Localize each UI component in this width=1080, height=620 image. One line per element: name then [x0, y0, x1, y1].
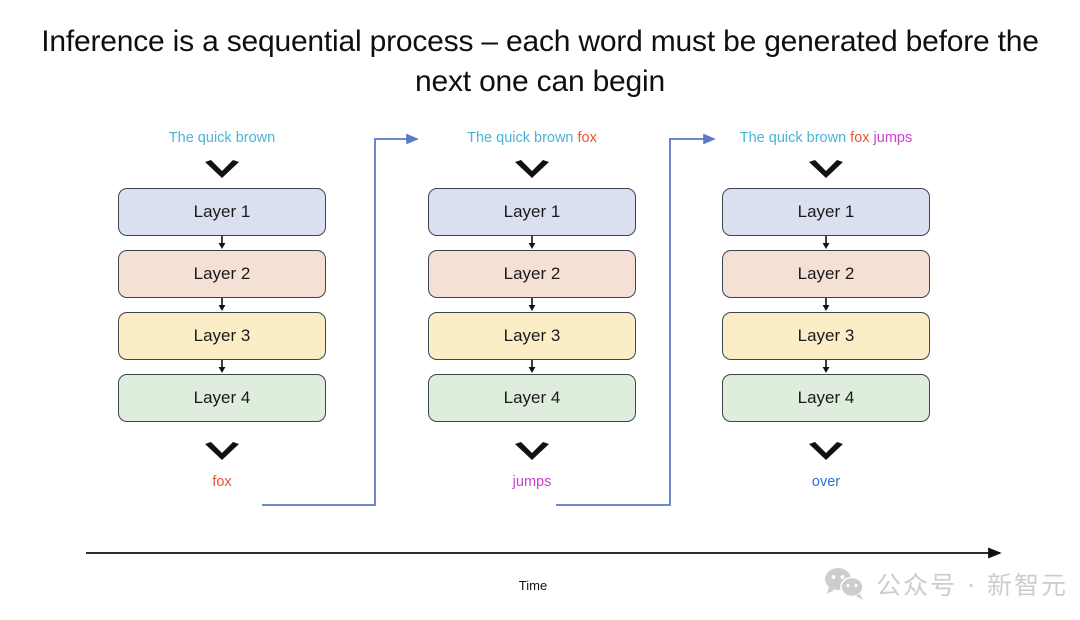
prompt-token-fox: fox	[577, 130, 597, 146]
output-token-step-1: fox	[212, 474, 232, 490]
layer-label: Layer 3	[503, 326, 561, 345]
layer-label: Layer 1	[797, 202, 855, 221]
layer-stack-step-3: Layer 1 Layer 2 Layer 3 Layer 4	[722, 188, 930, 422]
layer-box-3: Layer 3	[118, 312, 326, 360]
inference-step-3: The quick brown fox jumps Layer 1 Layer …	[722, 130, 930, 494]
layer-label: Layer 4	[797, 388, 855, 407]
layer-stack-step-2: Layer 1 Layer 2 Layer 3 Layer 4	[428, 188, 636, 422]
layer-label: Layer 2	[503, 264, 561, 283]
layer-arrow-icon	[428, 298, 636, 312]
prompt-text-step-2: The quick brown fox	[428, 130, 636, 152]
layer-label: Layer 1	[193, 202, 251, 221]
input-chevron-icon	[722, 152, 930, 188]
layer-label: Layer 4	[503, 388, 561, 407]
prompt-text-step-3: The quick brown fox jumps	[722, 130, 930, 152]
layer-arrow-icon	[428, 236, 636, 250]
layer-box-3: Layer 3	[722, 312, 930, 360]
layer-label: Layer 3	[193, 326, 251, 345]
layer-label: Layer 3	[797, 326, 855, 345]
output-chevron-icon	[428, 430, 636, 474]
layer-box-3: Layer 3	[428, 312, 636, 360]
layer-arrow-icon	[722, 298, 930, 312]
prompt-text-step-1: The quick brown	[118, 130, 326, 152]
output-token-step-3: over	[811, 474, 841, 490]
prompt-token-fox: fox	[850, 130, 870, 146]
layer-arrow-icon	[118, 236, 326, 250]
layer-box-4: Layer 4	[118, 374, 326, 422]
layer-box-4: Layer 4	[722, 374, 930, 422]
wechat-icon	[825, 568, 864, 600]
watermark: 公众号 · 新智元	[824, 566, 1068, 602]
inference-step-2: The quick brown fox Layer 1 Layer 2 Laye…	[428, 130, 636, 494]
layer-arrow-icon	[722, 360, 930, 374]
prompt-token-jumps: jumps	[873, 130, 913, 146]
page-title: Inference is a sequential process – each…	[41, 25, 1039, 98]
layer-label: Layer 4	[193, 388, 251, 407]
layer-box-2: Layer 2	[722, 250, 930, 298]
inference-step-1: The quick brown Layer 1 Layer 2 Layer 3 …	[118, 130, 326, 494]
layer-arrow-icon	[118, 298, 326, 312]
layer-arrow-icon	[118, 360, 326, 374]
output-token-step-2: jumps	[512, 474, 552, 490]
layer-arrow-icon	[428, 360, 636, 374]
prompt-token-context: The quick brown	[739, 130, 847, 146]
output-chevron-icon	[722, 430, 930, 474]
layer-box-4: Layer 4	[428, 374, 636, 422]
time-axis-label: Time	[518, 578, 548, 593]
input-chevron-icon	[118, 152, 326, 188]
layer-label: Layer 2	[797, 264, 855, 283]
prompt-token-context: The quick brown	[467, 130, 574, 146]
layer-label: Layer 1	[503, 202, 561, 221]
prompt-token-context: The quick brown	[168, 130, 276, 146]
layer-box-2: Layer 2	[118, 250, 326, 298]
layer-label: Layer 2	[193, 264, 251, 283]
layer-box-2: Layer 2	[428, 250, 636, 298]
input-chevron-icon	[428, 152, 636, 188]
output-chevron-icon	[118, 430, 326, 474]
layer-box-1: Layer 1	[118, 188, 326, 236]
layer-arrow-icon	[722, 236, 930, 250]
time-axis	[86, 547, 1002, 559]
layer-box-1: Layer 1	[428, 188, 636, 236]
watermark-text: 公众号 · 新智元	[876, 571, 1068, 600]
layer-stack-step-1: Layer 1 Layer 2 Layer 3 Layer 4	[118, 188, 326, 422]
layer-box-1: Layer 1	[722, 188, 930, 236]
